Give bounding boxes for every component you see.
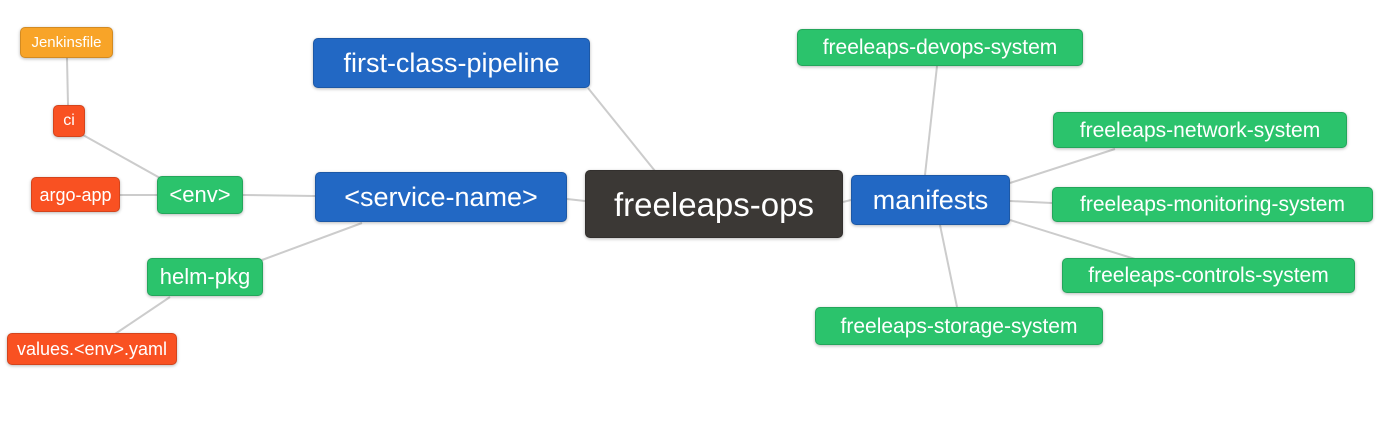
- node-label-freeleaps-monitoring-system: freeleaps-monitoring-system: [1080, 193, 1345, 216]
- node-label-jenkinsfile: Jenkinsfile: [31, 34, 102, 51]
- edge-values-env-yaml-helm-pkg: [114, 296, 171, 335]
- node-label-helm-pkg: helm-pkg: [159, 264, 251, 289]
- edge-manifests-freeleaps-network-system: [1009, 148, 1116, 184]
- node-label-freeleaps-controls-system: freeleaps-controls-system: [1088, 264, 1329, 287]
- node-values-env-yaml[interactable]: values.<env>.yaml: [7, 333, 177, 365]
- edge-jenkinsfile-ci: [66, 57, 69, 106]
- node-first-class-pipeline[interactable]: first-class-pipeline: [313, 38, 590, 88]
- node-label-values-env-yaml: values.<env>.yaml: [16, 339, 168, 359]
- node-freeleaps-storage-system[interactable]: freeleaps-storage-system: [815, 307, 1103, 345]
- node-freeleaps-devops-system[interactable]: freeleaps-devops-system: [797, 29, 1083, 66]
- edge-manifests-freeleaps-storage-system: [939, 224, 958, 308]
- node-freeleaps-controls-system[interactable]: freeleaps-controls-system: [1062, 258, 1355, 293]
- node-jenkinsfile[interactable]: Jenkinsfile: [20, 27, 113, 58]
- node-env[interactable]: <env>: [157, 176, 243, 214]
- node-label-freeleaps-devops-system: freeleaps-devops-system: [822, 36, 1058, 59]
- node-helm-pkg[interactable]: helm-pkg: [147, 258, 263, 296]
- node-freeleaps-ops[interactable]: freeleaps-ops: [585, 170, 843, 238]
- node-label-argo-app: argo-app: [39, 184, 112, 205]
- edge-manifests-freeleaps-controls-system: [1009, 219, 1136, 260]
- edge-freeleaps-ops-manifests: [842, 199, 852, 203]
- node-label-ci: ci: [63, 112, 75, 129]
- node-freeleaps-monitoring-system[interactable]: freeleaps-monitoring-system: [1052, 187, 1373, 222]
- edge-first-class-pipeline-freeleaps-ops: [587, 87, 656, 172]
- node-label-first-class-pipeline: first-class-pipeline: [343, 47, 560, 78]
- edge-env-service-name: [242, 194, 316, 197]
- node-label-freeleaps-ops: freeleaps-ops: [614, 185, 814, 223]
- node-argo-app[interactable]: argo-app: [31, 177, 120, 212]
- node-label-env: <env>: [169, 182, 231, 207]
- edge-service-name-freeleaps-ops: [566, 198, 586, 202]
- node-ci[interactable]: ci: [53, 105, 85, 137]
- edge-freeleaps-devops-system-manifests: [924, 65, 938, 176]
- node-freeleaps-network-system[interactable]: freeleaps-network-system: [1053, 112, 1347, 148]
- edge-helm-pkg-service-name: [261, 222, 363, 261]
- node-label-freeleaps-storage-system: freeleaps-storage-system: [840, 314, 1078, 338]
- node-label-service-name: <service-name>: [344, 181, 538, 212]
- edge-ci-env: [82, 134, 161, 179]
- node-service-name[interactable]: <service-name>: [315, 172, 567, 222]
- node-label-freeleaps-network-system: freeleaps-network-system: [1079, 118, 1321, 142]
- edge-manifests-freeleaps-monitoring-system: [1009, 200, 1053, 204]
- node-manifests[interactable]: manifests: [851, 175, 1010, 225]
- node-label-manifests: manifests: [872, 184, 989, 215]
